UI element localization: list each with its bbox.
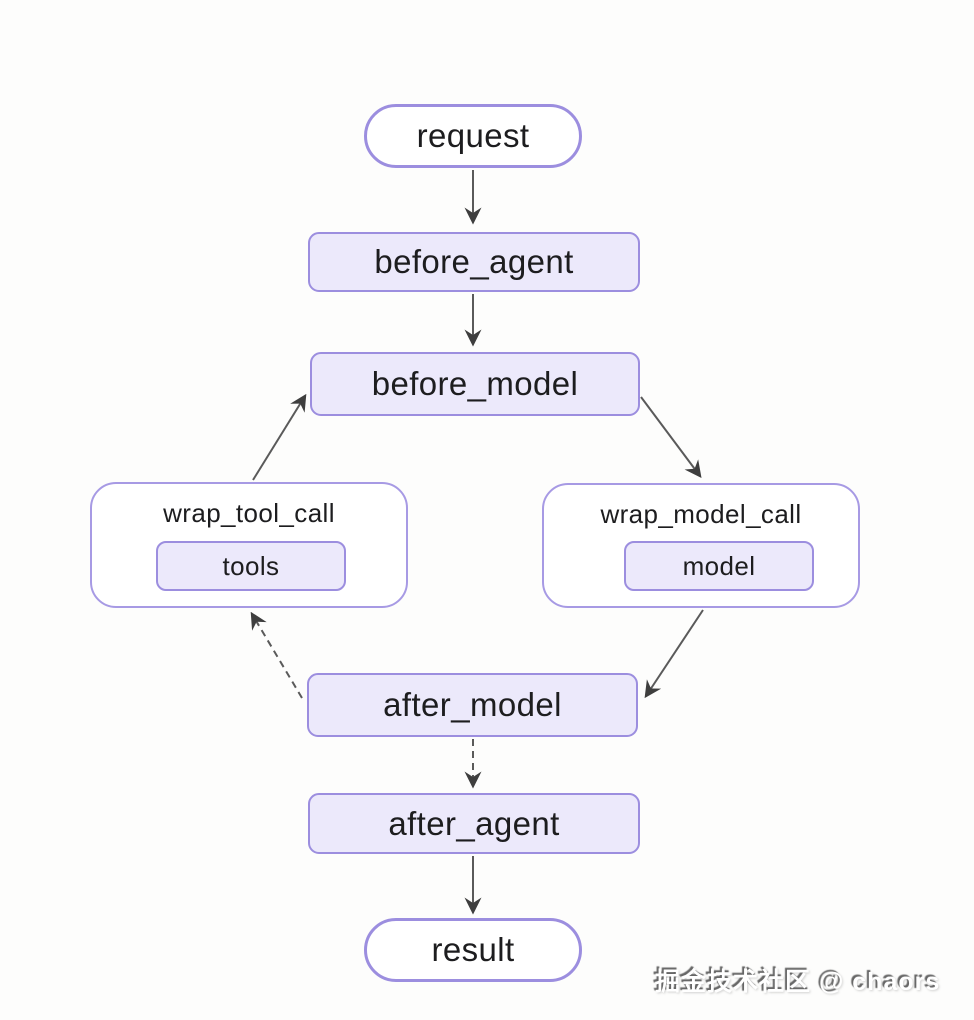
edge-after-model-to-wrap-tool-call [250,611,303,699]
node-before-model: before_model [310,352,640,416]
node-request: request [364,104,582,168]
node-tools: tools [156,541,346,591]
edge-before-model-to-wrap-model-call [640,396,702,479]
node-after-agent: after_agent [308,793,640,854]
node-model: model [624,541,814,591]
edge-wrap-model-call-to-after-model [644,609,704,699]
edge-wrap-tool-call-to-before-model [252,393,307,481]
node-tools-label: tools [222,550,280,581]
node-result-label: result [431,931,515,968]
node-result: result [364,918,582,982]
node-before-agent: before_agent [308,232,640,292]
watermark: 掘金技术社区 @ chaors [655,968,941,996]
node-model-label: model [682,550,756,581]
node-wrap-model-call-label: wrap_model_call [600,499,802,529]
node-before-agent-label: before_agent [374,243,574,280]
node-after-model-label: after_model [383,686,562,723]
node-wrap-tool-call: wrap_tool_call tools [90,482,408,608]
node-after-agent-label: after_agent [388,804,560,842]
node-after-model: after_model [307,673,638,737]
node-before-model-label: before_model [371,365,579,402]
node-wrap-tool-call-label: wrap_tool_call [163,498,335,528]
node-wrap-model-call: wrap_model_call model [542,483,860,608]
node-request-label: request [416,117,530,154]
